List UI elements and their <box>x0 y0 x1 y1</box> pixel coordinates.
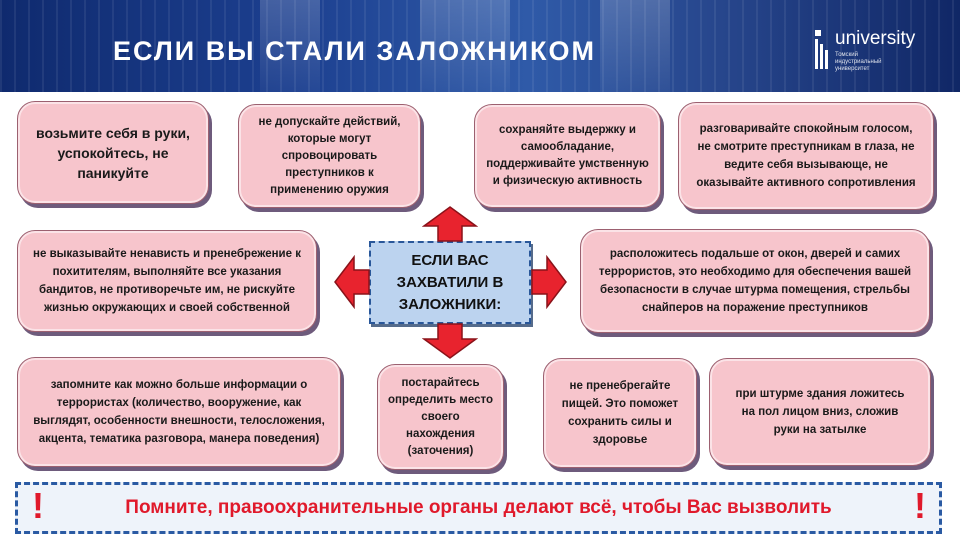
logo-word: university <box>835 28 916 49</box>
advice-text: не выказывайте ненависть и пренебрежение… <box>33 248 301 314</box>
advice-text: при штурме здания ложитесь на пол лицом … <box>735 388 905 436</box>
arrow-down-icon <box>422 323 478 359</box>
background-building <box>420 0 510 92</box>
advice-box-assault: при штурме здания ложитесь на пол лицом … <box>709 358 931 466</box>
advice-box-remember-info: запомните как можно больше информации о … <box>17 357 341 467</box>
arrow-up-icon <box>422 206 478 242</box>
page-title: ЕСЛИ ВЫ СТАЛИ ЗАЛОЖНИКОМ <box>113 36 597 66</box>
footer-banner: Помните, правоохранительные органы делаю… <box>15 482 942 534</box>
background-building <box>600 0 670 92</box>
advice-box-food: не пренебрегайте пищей. Это поможет сохр… <box>543 358 697 468</box>
advice-box-stay-away: расположитесь подальше от окон, дверей и… <box>580 229 930 333</box>
advice-text: разговаривайте спокойным голосом, не смо… <box>696 123 916 189</box>
advice-box-composure: сохраняйте выдержку и самообладание, под… <box>474 104 661 208</box>
logo-subtitle: Томский индустриальный университет <box>835 52 882 72</box>
center-heading-box: ЕСЛИ ВАС ЗАХВАТИЛИ В ЗАЛОЖНИКИ: <box>369 241 531 324</box>
advice-box-calm: возьмите себя в руки, успокойтесь, не па… <box>17 101 209 204</box>
background-texture <box>0 0 960 92</box>
logo-mark-icon <box>815 30 828 69</box>
advice-box-no-provoke: не допускайте действий, которые могут сп… <box>238 104 421 208</box>
advice-text: постарайтесь определить место своего нах… <box>387 376 493 457</box>
advice-box-no-hatred: не выказывайте ненависть и пренебрежение… <box>17 230 317 332</box>
advice-text: запомните как можно больше информации о … <box>33 379 325 445</box>
header-banner: ЕСЛИ ВЫ СТАЛИ ЗАЛОЖНИКОМ university Томс… <box>0 0 960 92</box>
advice-box-speak-calmly: разговаривайте спокойным голосом, не смо… <box>678 102 934 210</box>
exclamation-icon: ! <box>914 485 926 526</box>
advice-text: не пренебрегайте пищей. Это поможет сохр… <box>561 380 679 446</box>
advice-text: расположитесь подальше от окон, дверей и… <box>598 248 912 314</box>
arrow-left-icon <box>334 255 370 309</box>
exclamation-icon: ! <box>32 485 44 526</box>
advice-text: не допускайте действий, которые могут сп… <box>258 115 401 196</box>
center-heading-text: ЕСЛИ ВАС ЗАХВАТИЛИ В ЗАЛОЖНИКИ: <box>396 251 504 313</box>
advice-text: возьмите себя в руки, успокойтесь, не па… <box>36 124 190 181</box>
background-building <box>260 0 320 92</box>
advice-box-location: постарайтесь определить место своего нах… <box>377 364 504 470</box>
arrow-right-icon <box>531 255 567 309</box>
footer-text: Помните, правоохранительные органы делаю… <box>125 497 832 518</box>
advice-text: сохраняйте выдержку и самообладание, под… <box>486 124 649 187</box>
